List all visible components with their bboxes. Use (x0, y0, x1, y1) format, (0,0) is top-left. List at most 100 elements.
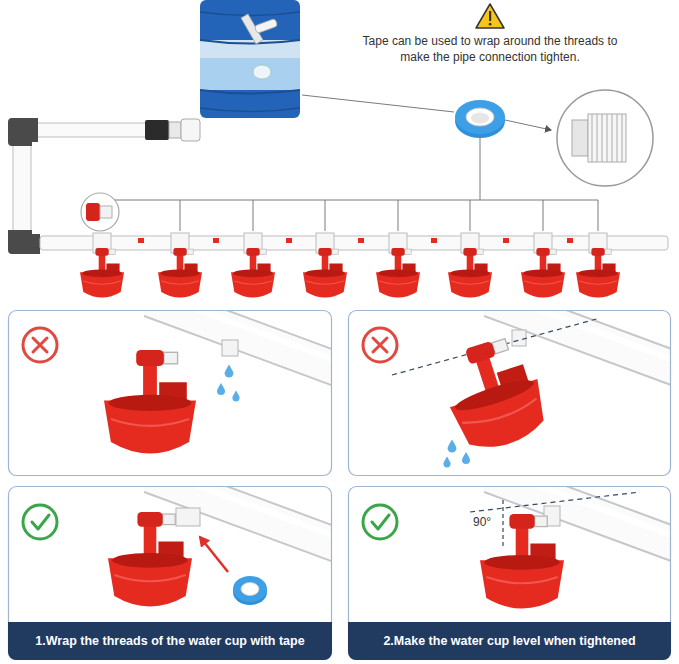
thread-magnifier-part (86, 203, 100, 221)
supply-pipe-part (13, 140, 31, 232)
panel-right-level-part (502, 500, 503, 548)
panel-wrong-gap-part (9, 311, 332, 476)
tape-roll-part (471, 113, 489, 124)
panel-right-tape-part (23, 505, 57, 539)
leader-lines-part (480, 137, 481, 200)
thread-magnifier (81, 193, 119, 231)
panel-wrong-gap-part (104, 350, 196, 454)
panel-wrong-tilt-part (349, 311, 671, 476)
tape-note: Tape can be used to wrap around the thre… (358, 34, 622, 65)
water-barrel-part (200, 90, 300, 94)
water-cups-part (521, 248, 565, 298)
panel-right-tape-part (176, 508, 200, 526)
warning-icon (476, 4, 504, 28)
leader-lines-part (102, 200, 598, 231)
main-pipe-part (567, 238, 573, 243)
caption-band: 1.Wrap the threads of the water cup with… (8, 622, 332, 660)
panel-wrong-tilt-part-part (490, 311, 670, 372)
panel-right-level-part (480, 514, 564, 609)
warning-icon-part (476, 4, 504, 28)
main-pipe (40, 233, 668, 253)
panel-right-level-part (470, 492, 640, 512)
panel-right-level-part (363, 505, 397, 539)
water-barrel-part (253, 65, 271, 79)
water-barrel-part (200, 108, 300, 112)
supply-pipe-part (30, 123, 148, 137)
main-pipe-part (431, 238, 437, 243)
panel-wrong-gap-part (217, 383, 225, 395)
water-cups-part (376, 248, 420, 298)
water-cups-part (576, 248, 620, 298)
warning-icon-part (489, 11, 491, 21)
water-barrel-part (200, 40, 300, 90)
tape-roll-part (466, 108, 494, 126)
thread-zoom-part (592, 114, 622, 162)
panel-wrong-gap (9, 292, 346, 476)
panel-right-level (349, 468, 679, 660)
caption-text: 1.Wrap the threads of the water cup with… (35, 634, 304, 649)
water-barrel-part (254, 18, 277, 33)
supply-pipe-part (169, 122, 181, 138)
main-pipe-part (358, 238, 364, 243)
panel-wrong-tilt-part (512, 330, 526, 346)
main-pipe-part (40, 236, 668, 250)
main-pipe-part (213, 238, 219, 243)
water-cups-part (231, 248, 275, 298)
supply-pipe-part (181, 119, 200, 141)
thread-zoom-part (557, 90, 653, 186)
supply-pipe-part (145, 120, 169, 140)
panel-wrong-tilt-part (363, 328, 397, 362)
supply-pipe-part (8, 118, 38, 146)
water-cups-part (158, 248, 202, 298)
panel-right-tape-part (200, 537, 228, 572)
panel-wrong-tilt-part (373, 338, 387, 352)
panel-right-level-part (349, 487, 671, 660)
panel-right-tape-part (233, 576, 267, 602)
panel-right-tape-part-part (150, 487, 331, 540)
warning-icon-part (489, 23, 492, 26)
caption-band: 2.Make the water cup level when tightene… (348, 622, 671, 660)
panel-wrong-tilt-part (443, 457, 450, 468)
panel-wrong-tilt (349, 292, 679, 476)
thread-zoom (557, 90, 653, 186)
thread-magnifier-part (81, 193, 119, 231)
thread-zoom-part (588, 114, 626, 162)
main-pipe-part (503, 238, 509, 243)
caption-text: 2.Make the water cup level when tightene… (383, 634, 635, 649)
panel-wrong-tilt-part-part (490, 311, 670, 372)
main-pipe-part (286, 238, 292, 243)
panel-wrong-gap-part (23, 328, 57, 362)
leader-lines-part (505, 120, 551, 130)
panel-right-tape-part-part (150, 487, 331, 548)
panel-wrong-gap-part (232, 391, 239, 402)
panel-right-tape-part (150, 487, 331, 548)
supply-pipe (8, 118, 200, 254)
thread-zoom-part (572, 120, 588, 156)
water-cups (80, 248, 620, 298)
panel-wrong-tilt-part (448, 439, 457, 452)
panel-right-tape-part (32, 515, 49, 529)
water-cups-part (448, 248, 492, 298)
water-barrel-part (200, 40, 300, 44)
panel-wrong-tilt-part (462, 452, 470, 464)
angle-label: 90° (473, 515, 491, 531)
panel-right-tape-part (9, 487, 332, 660)
water-barrel-part (200, 58, 300, 90)
panel-wrong-gap-part (222, 340, 238, 356)
main-pipe-part (138, 238, 144, 243)
leader-lines-part (302, 95, 454, 112)
panel-right-level-part (372, 515, 389, 529)
panel-wrong-tilt-part (490, 311, 670, 372)
panel-right-tape (9, 468, 346, 660)
water-barrel-part (200, 12, 300, 16)
thread-magnifier-part (100, 206, 112, 218)
water-cups-part (303, 248, 347, 298)
tape-roll (455, 100, 505, 138)
panel-wrong-tilt-part (434, 331, 553, 458)
leader-lines (102, 95, 598, 231)
supply-pipe-part (8, 230, 40, 254)
panel-wrong-gap-part (225, 364, 234, 377)
